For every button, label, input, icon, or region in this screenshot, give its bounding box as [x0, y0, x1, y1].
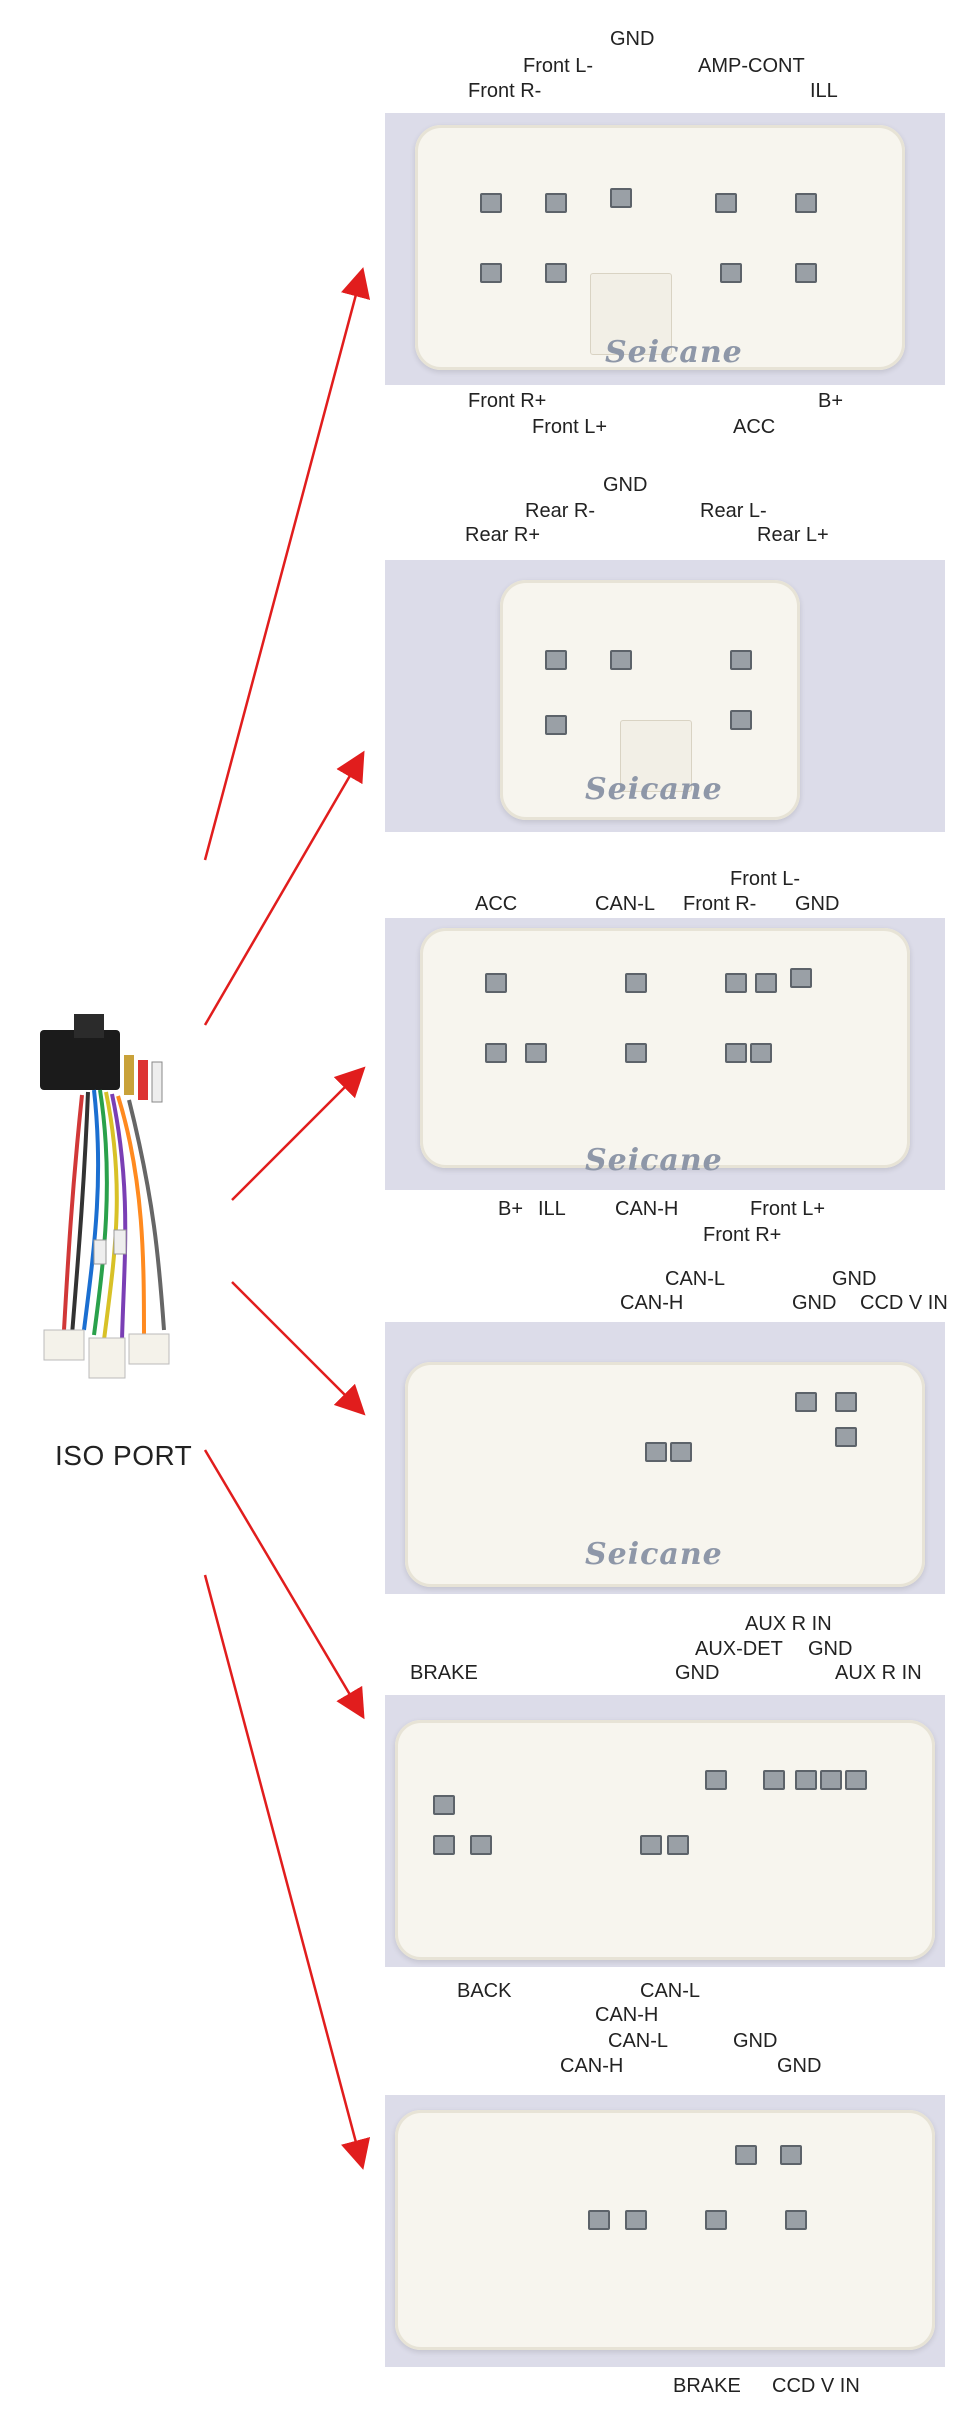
pin-label: CAN-L — [595, 893, 656, 915]
pin-label: AUX R IN — [835, 1662, 922, 1684]
pin-label: CAN-H — [620, 1292, 684, 1314]
pin-label: GND — [792, 1292, 837, 1314]
pin-label: GND — [795, 893, 840, 915]
wiring-harness-image — [34, 1000, 194, 1420]
arrow-to-connector-3 — [231, 1066, 366, 1201]
pin-label: ILL — [538, 1198, 566, 1220]
pin-label: Front L- — [730, 868, 801, 890]
pin-label: GND — [603, 474, 648, 496]
connector-photo-6 — [385, 2095, 945, 2367]
pin-label: Rear R- — [525, 500, 596, 522]
pin-label: Front L- — [523, 55, 594, 77]
pin-label: Front R+ — [703, 1224, 782, 1246]
pin-label: CAN-H — [560, 2055, 624, 2077]
pin-label: GND — [808, 1638, 853, 1660]
pin-label: BACK — [457, 1980, 512, 2002]
brand-watermark: Seicane — [585, 1537, 723, 1572]
pin-label: Front R+ — [468, 390, 547, 412]
pin-label: GND — [832, 1268, 877, 1290]
pin-label: GND — [733, 2030, 778, 2052]
pin-label: CCD V IN — [860, 1292, 948, 1314]
pin-label: B+ — [498, 1198, 524, 1220]
latch-slot — [590, 273, 672, 355]
brand-watermark: Seicane — [585, 772, 723, 807]
connector-photo-5 — [385, 1695, 945, 1967]
pin-label: AMP-CONT — [698, 55, 805, 77]
pin-label: ACC — [475, 893, 518, 915]
pin-label: Front R- — [468, 80, 542, 102]
pin-label: BRAKE — [410, 1662, 478, 1684]
arrow-to-connector-5 — [203, 1449, 365, 1720]
connector-photo-2: Seicane — [385, 560, 945, 832]
brand-watermark: Seicane — [585, 1143, 723, 1178]
pin-label: GND — [675, 1662, 720, 1684]
pin-label: Rear L+ — [757, 524, 829, 546]
pin-label: CAN-H — [595, 2004, 659, 2026]
pin-label: Front R- — [683, 893, 757, 915]
pin-label: AUX-DET — [695, 1638, 783, 1660]
pin-label: Rear R+ — [465, 524, 541, 546]
pin-label: Rear L- — [700, 500, 767, 522]
pin-label: Front L+ — [532, 416, 608, 438]
pin-label: GND — [610, 28, 655, 50]
pin-label: Front L+ — [750, 1198, 826, 1220]
arrow-to-connector-4 — [231, 1281, 366, 1416]
arrow-to-connector-1 — [203, 267, 371, 861]
pin-label: GND — [777, 2055, 822, 2077]
arrow-to-connector-6 — [203, 1574, 371, 2170]
pin-label: BRAKE — [673, 2375, 741, 2397]
arrow-to-connector-2 — [203, 750, 365, 1026]
pin-label: CCD V IN — [772, 2375, 860, 2397]
pin-label: CAN-L — [665, 1268, 726, 1290]
brand-watermark: Seicane — [605, 335, 743, 370]
connector-photo-1: Seicane — [385, 113, 945, 385]
connector-photo-4: Seicane — [385, 1322, 945, 1594]
pin-label: B+ — [818, 390, 844, 412]
iso-port-label: ISO PORT — [55, 1440, 193, 1471]
pin-label: CAN-L — [608, 2030, 669, 2052]
pin-label: ILL — [810, 80, 838, 102]
pin-label: CAN-L — [640, 1980, 701, 2002]
pin-label: AUX R IN — [745, 1613, 832, 1635]
latch-slot — [620, 720, 692, 792]
connector-housing — [395, 2110, 935, 2350]
pin-label: ACC — [733, 416, 776, 438]
pin-label: CAN-H — [615, 1198, 679, 1220]
connector-photo-3: Seicane — [385, 918, 945, 1190]
